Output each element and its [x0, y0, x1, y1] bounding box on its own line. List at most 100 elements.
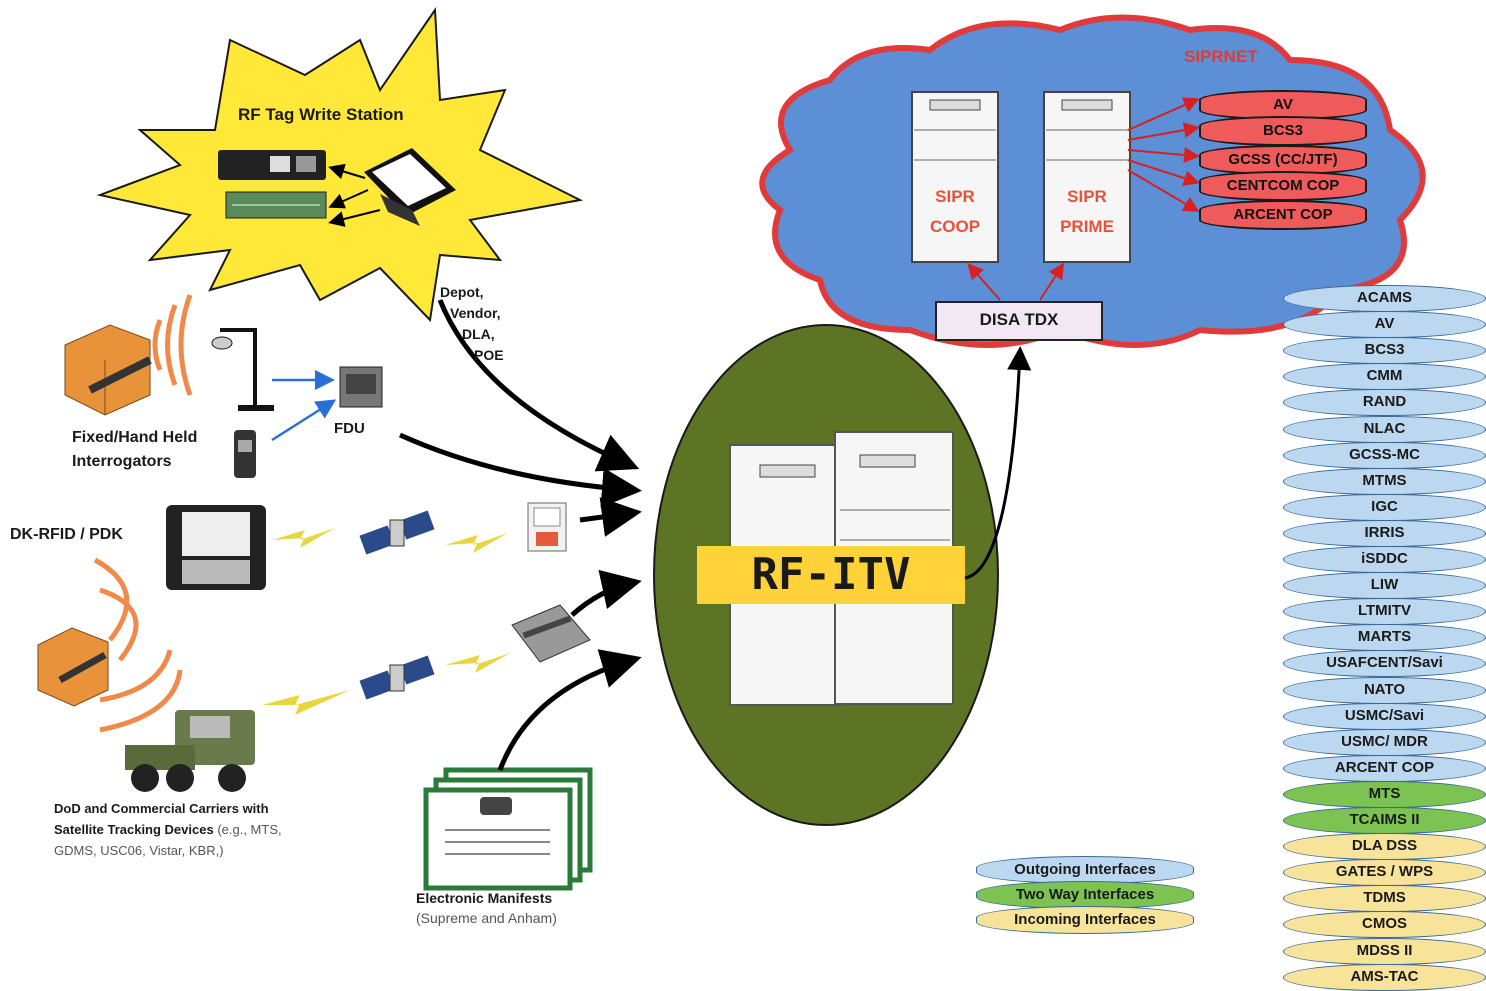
interface-disk-outgoing-7 — [1283, 467, 1486, 495]
fdu-label: FDU — [334, 420, 365, 437]
manifests-sub: (Supreme and Anham) — [416, 910, 557, 926]
interface-label-outgoing-5: NLAC — [1363, 419, 1406, 437]
sipr-prime-line-2: PRIME — [1060, 217, 1114, 236]
legend-two-way: Two Way Interfaces — [976, 881, 1194, 909]
interface-label-outgoing-6: GCSS-MC — [1349, 445, 1420, 463]
sipr-coop-line-1: SIPR — [935, 187, 975, 206]
satellite-icon-2 — [359, 655, 435, 700]
depot-line-3: DLA, — [462, 326, 495, 342]
disa-tdx-box — [935, 301, 1103, 341]
siprnet-db-gcss: GCSS (CC/JTF) — [1199, 145, 1367, 175]
interface-label-outgoing-18: ARCENT COP — [1334, 758, 1435, 776]
receiver-device-icon — [527, 502, 567, 552]
interface-label-outgoing-4: RAND — [1362, 393, 1407, 411]
interface-label-incoming-0: DLA DSS — [1351, 837, 1418, 855]
interface-label-two_way-1: TCAIMS II — [1349, 811, 1420, 828]
carriers-line-3: GDMS, USC06, Vistar, KBR,) — [54, 843, 224, 858]
interface-disk-outgoing-3 — [1283, 363, 1486, 391]
interface-label-incoming-3: CMOS — [1362, 915, 1407, 933]
interface-disk-incoming-2 — [1283, 885, 1486, 913]
interrogators-line-2: Interrogators — [72, 453, 172, 470]
interface-label-incoming-5: AMS-TAC — [1350, 967, 1419, 985]
interrogators-label: Fixed/Hand Held Interrogators — [72, 426, 197, 474]
sipr-coop-server-icon — [911, 91, 999, 263]
interface-label-outgoing-11: LIW — [1370, 576, 1399, 594]
electronic-manifests-icon — [423, 767, 593, 891]
sipr-prime-label: SIPR PRIME — [1044, 182, 1130, 242]
rf-tag-write-station-title: RF Tag Write Station — [238, 105, 404, 124]
interface-label-incoming-2: TDMS — [1363, 889, 1406, 907]
interface-label-outgoing-17: USMC/ MDR — [1341, 732, 1428, 750]
depot-line-1: Depot, — [440, 284, 484, 300]
rf-itv-label-bg — [697, 546, 965, 604]
pallet-box-icon-2 — [37, 627, 109, 707]
interface-disk-outgoing-12 — [1283, 598, 1486, 626]
siprnet-db-arcent: ARCENT COP — [1199, 200, 1367, 230]
rf-waves-icon-2 — [93, 557, 183, 733]
interface-label-outgoing-7: MTMS — [1362, 471, 1407, 489]
legend-outgoing: Outgoing Interfaces — [976, 856, 1194, 884]
depot-label: Depot, Vendor, DLA, POE — [440, 282, 504, 366]
interface-label-outgoing-1: AV — [1374, 315, 1395, 333]
sipr-prime-server-icon — [1043, 91, 1131, 263]
dk-rfid-label: DK-RFID / PDK — [10, 526, 123, 543]
manifests-title: Electronic Manifests — [416, 890, 553, 906]
carriers-line-2: Satellite Tracking Devices (e.g., MTS, — [54, 819, 282, 840]
fixed-interrogator-icon — [211, 328, 274, 411]
interface-disk-outgoing-11 — [1283, 572, 1486, 600]
interface-label-outgoing-10: iSDDC — [1361, 550, 1408, 567]
interface-label-outgoing-12: LTMITV — [1357, 602, 1412, 620]
sipr-prime-line-1: SIPR — [1067, 187, 1107, 206]
interface-label-outgoing-16: USMC/Savi — [1344, 706, 1425, 724]
rf-writer-board — [225, 191, 327, 219]
sipr-coop-line-2: COOP — [929, 217, 981, 236]
military-truck-icon — [125, 710, 255, 792]
interface-disk-outgoing-6 — [1283, 441, 1486, 469]
pallet-box-icon — [64, 324, 152, 416]
interface-disk-outgoing-16 — [1283, 702, 1486, 730]
rf-reader-device — [218, 150, 326, 180]
interface-label-outgoing-2: BCS3 — [1364, 341, 1405, 359]
laptop-icon — [364, 148, 456, 226]
interface-disk-incoming-1 — [1283, 859, 1486, 887]
network-switch-icon — [511, 604, 591, 663]
carriers-label: DoD and Commercial Carriers with Satelli… — [54, 798, 282, 861]
interface-label-outgoing-13: MARTS — [1357, 628, 1412, 646]
rf-itv-label: RF-ITV — [751, 549, 911, 600]
interface-disk-outgoing-15 — [1283, 676, 1486, 704]
carriers-line-2-bold: Satellite Tracking Devices — [54, 822, 214, 837]
siprnet-db-bcs3: BCS3 — [1199, 116, 1367, 146]
depot-line-4: POE — [474, 347, 504, 363]
interface-label-outgoing-3: CMM — [1366, 367, 1403, 385]
interface-label-incoming-4: MDSS II — [1356, 941, 1413, 959]
disa-tdx-label: DISA TDX — [979, 310, 1059, 329]
carriers-line-1: DoD and Commercial Carriers with — [54, 801, 269, 816]
interface-disk-outgoing-10 — [1283, 546, 1486, 573]
rugged-laptop-case-icon — [166, 505, 266, 590]
lightning-link-icon — [262, 528, 510, 715]
fdu-server-icon — [339, 366, 383, 408]
interface-disk-outgoing-5 — [1283, 415, 1486, 443]
interrogators-line-1: Fixed/Hand Held — [72, 429, 198, 446]
interface-label-outgoing-14: USAFCENT/Savi — [1326, 654, 1443, 672]
interface-label-outgoing-8: IGC — [1371, 497, 1398, 515]
interface-label-outgoing-9: IRRIS — [1364, 523, 1405, 541]
interface-label-two_way-0: MTS — [1368, 784, 1401, 802]
interface-label-outgoing-15: NATO — [1363, 680, 1406, 698]
siprnet-db-centcom: CENTCOM COP — [1199, 171, 1367, 201]
sipr-coop-label: SIPR COOP — [912, 182, 998, 242]
siprnet-title: SIPRNET — [1184, 47, 1258, 66]
rf-tag-write-station-starburst — [96, 7, 584, 323]
legend-incoming: Incoming Interfaces — [976, 906, 1194, 934]
interface-label-incoming-1: GATES / WPS — [1335, 863, 1434, 881]
handheld-interrogator-icon — [234, 430, 256, 478]
manifests-label: Electronic Manifests (Supreme and Anham) — [416, 888, 557, 928]
interface-label-outgoing-0: ACAMS — [1357, 289, 1412, 306]
depot-line-2: Vendor, — [450, 305, 501, 321]
carriers-line-2-rest: (e.g., MTS, — [213, 822, 282, 837]
rf-waves-icon — [152, 294, 193, 396]
interface-disk-two_way-0 — [1283, 780, 1486, 808]
interface-disk-incoming-5 — [1283, 963, 1486, 991]
satellite-icon — [359, 510, 435, 555]
